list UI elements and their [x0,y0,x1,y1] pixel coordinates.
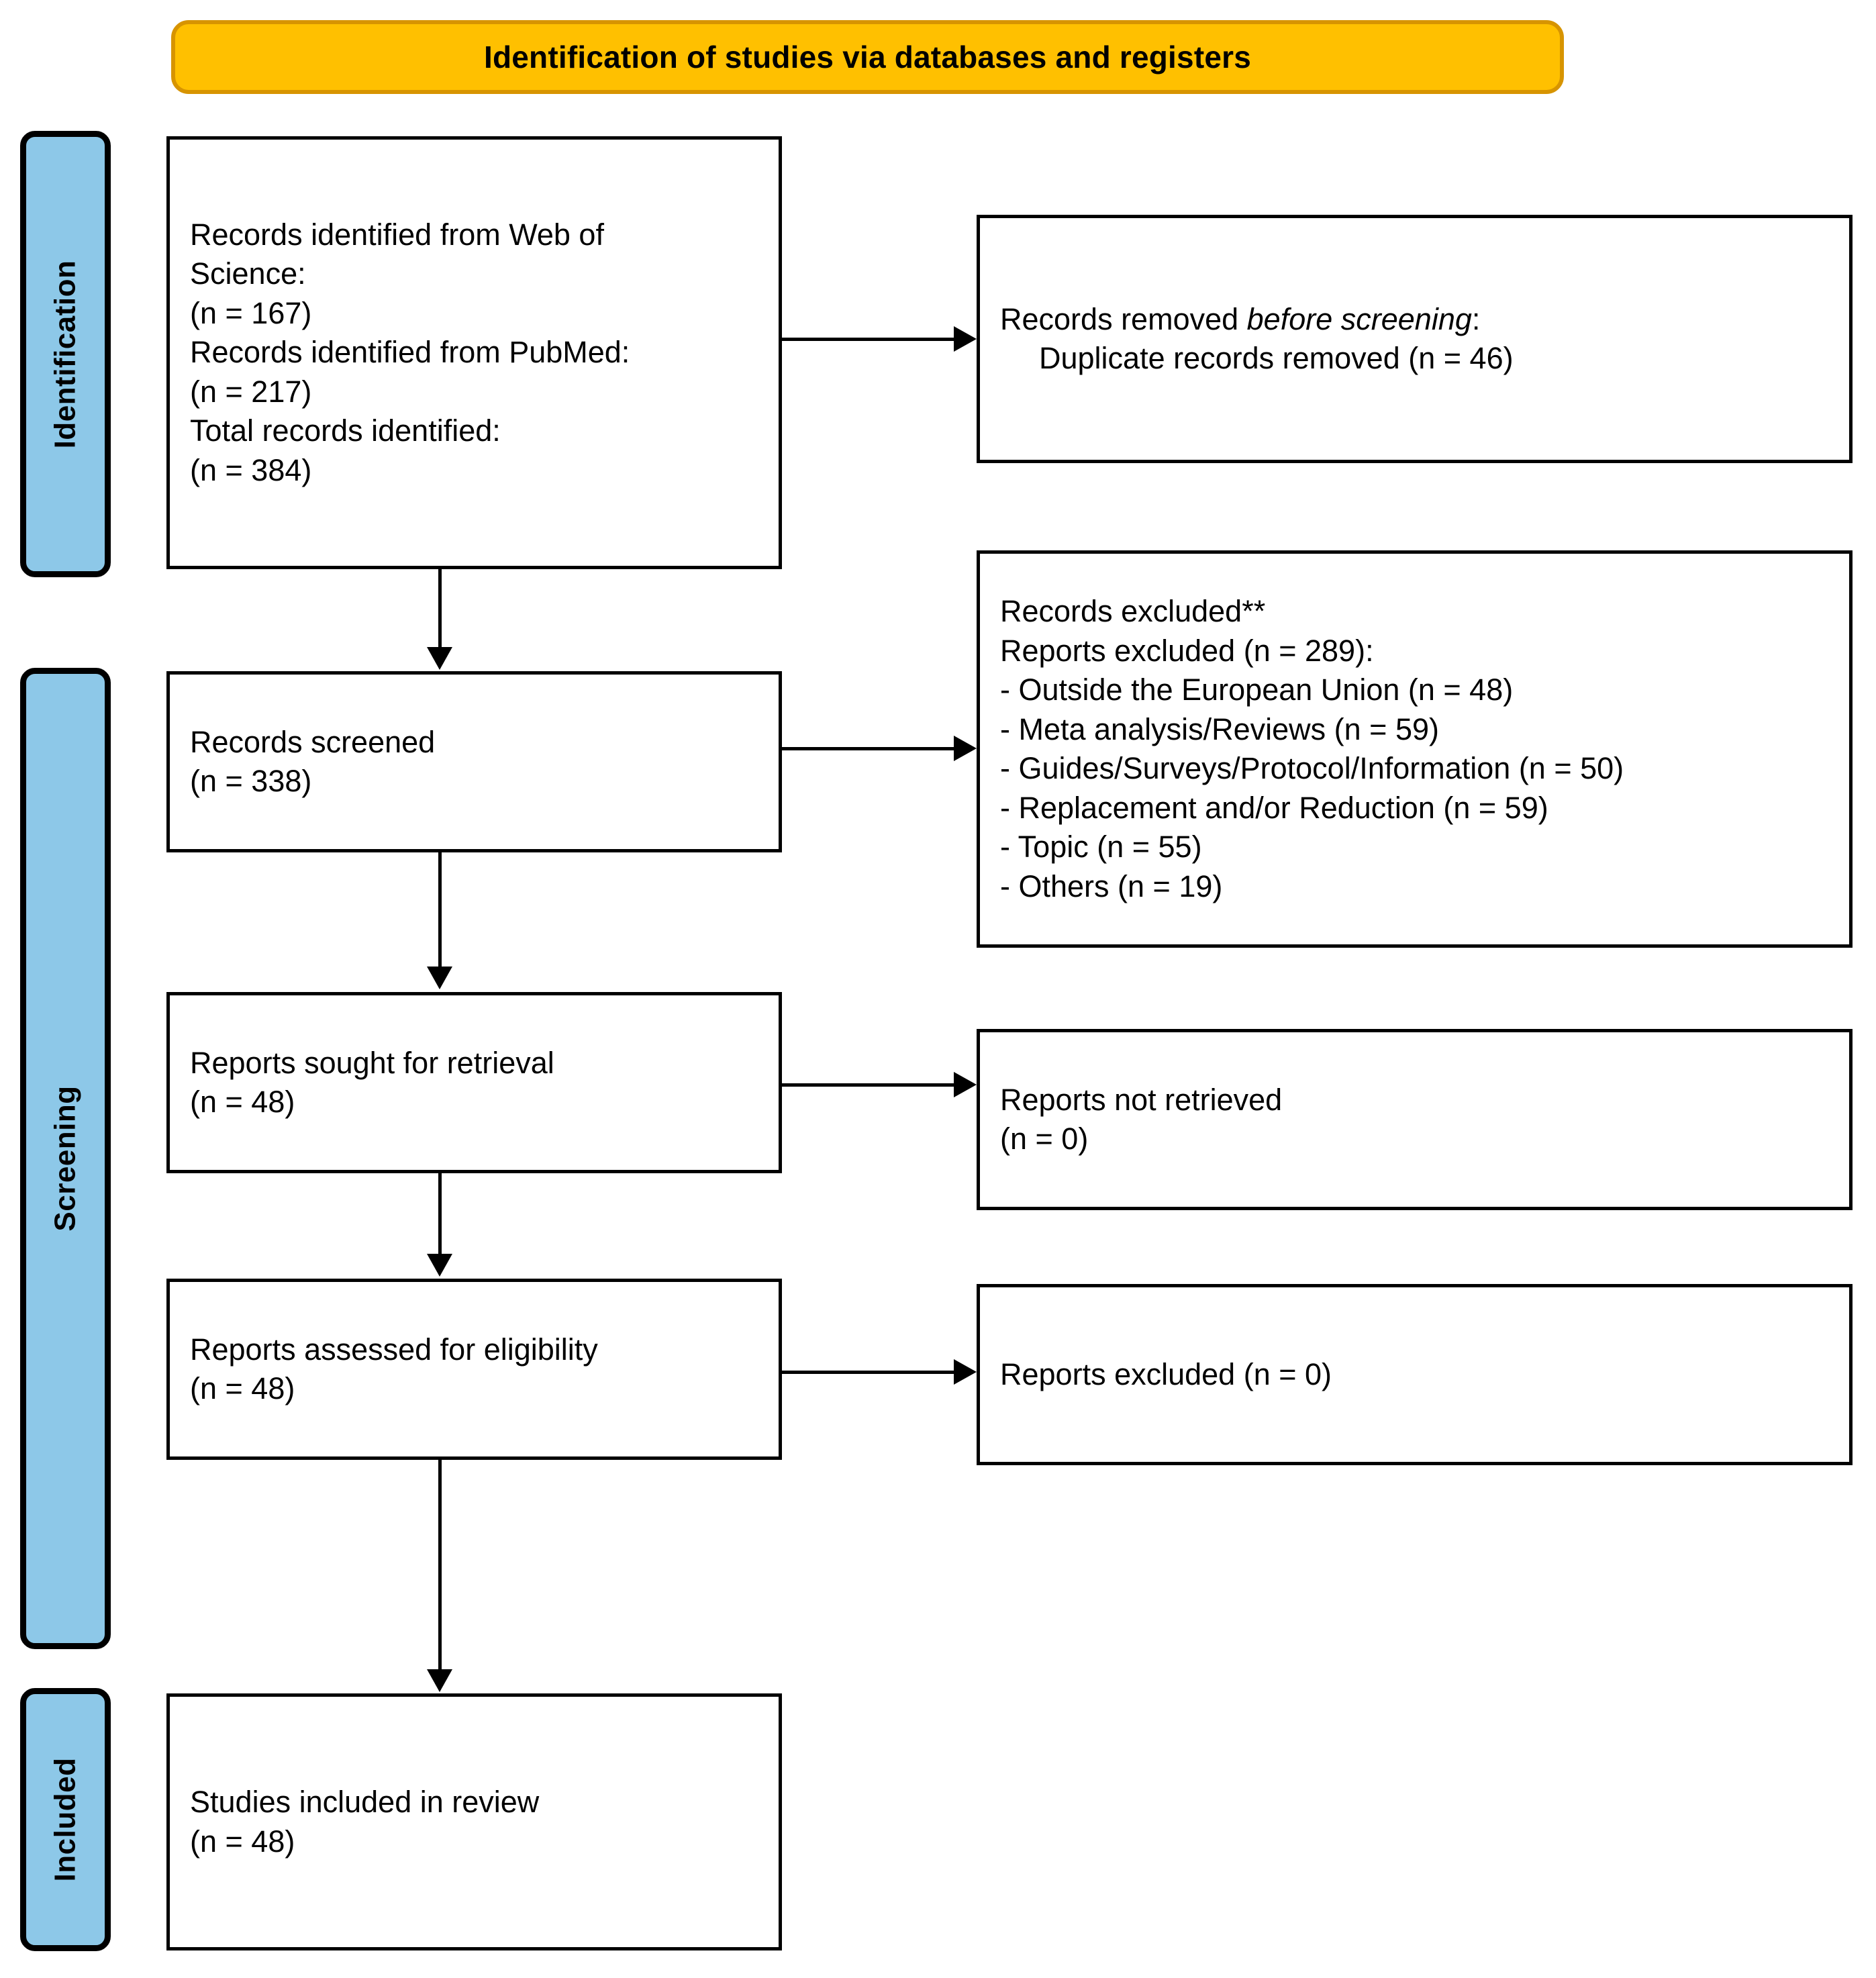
reports-not-retrieved-count: (n = 0) [1000,1122,1089,1156]
arrowhead-assessed-to-reports-excluded [954,1359,977,1385]
studies-included-count: (n = 48) [190,1824,295,1859]
exclusion-reason-3: - Guides/Surveys/Protocol/Information (n… [1000,751,1624,785]
box-records-excluded-content: Records excluded** Reports excluded (n =… [980,592,1849,906]
records-identified-line-7: (n = 384) [190,452,312,487]
arrowhead-identified-to-screened [427,647,452,670]
box-reports-assessed: Reports assessed for eligibility (n = 48… [166,1279,782,1460]
records-identified-line-2: Science: [190,256,306,291]
box-records-removed-content: Records removed before screening: Duplic… [980,300,1849,379]
records-screened-count: (n = 338) [190,764,312,798]
records-identified-line-3: (n = 167) [190,295,312,330]
connector-sought-to-not-retrieved [782,1083,954,1087]
exclusion-reason-4: - Replacement and/or Reduction (n = 59) [1000,790,1548,825]
exclusion-reason-2: - Meta analysis/Reviews (n = 59) [1000,711,1439,746]
connector-identified-to-screened [438,569,442,648]
arrowhead-sought-to-not-retrieved [954,1072,977,1097]
records-identified-line-4: Records identified from PubMed: [190,335,630,370]
connector-assessed-to-reports-excluded [782,1371,954,1374]
records-removed-heading: Records removed before screening: [1000,300,1829,340]
box-studies-included: Studies included in review (n = 48) [166,1693,782,1950]
reports-assessed-label: Reports assessed for eligibility [190,1332,598,1367]
arrowhead-identified-to-removed [954,326,977,352]
records-screened-label: Records screened [190,724,436,759]
records-removed-suffix: : [1471,301,1481,336]
records-removed-prefix: Records removed [1000,301,1247,336]
stage-tab-identification: Identification [20,131,111,577]
reports-assessed-count: (n = 48) [190,1371,295,1405]
stage-tab-screening-label: Screening [48,1085,82,1232]
records-identified-line-6: Total records identified: [190,413,501,448]
reports-sought-label: Reports sought for retrieval [190,1045,554,1080]
stage-tab-included: Included [20,1688,111,1951]
stage-tab-identification-label: Identification [48,260,82,448]
records-excluded-subheading: Reports excluded (n = 289): [1000,633,1374,668]
records-identified-line-1: Records identified from Web of [190,217,604,252]
records-identified-line-5: (n = 217) [190,374,312,409]
box-records-screened: Records screened (n = 338) [166,671,782,852]
box-records-identified-content: Records identified from Web of Science: … [170,215,779,491]
connector-screened-to-excluded [782,747,954,750]
records-removed-italic: before screening [1246,301,1472,336]
records-excluded-heading: Records excluded** [1000,594,1266,628]
box-reports-not-retrieved: Reports not retrieved (n = 0) [977,1029,1853,1210]
studies-included-label: Studies included in review [190,1785,540,1819]
stage-tab-screening: Screening [20,668,111,1649]
box-records-identified: Records identified from Web of Science: … [166,136,782,569]
reports-not-retrieved-label: Reports not retrieved [1000,1082,1283,1117]
duplicate-records-removed: Duplicate records removed (n = 46) [1039,341,1514,375]
exclusion-reason-5: - Topic (n = 55) [1000,830,1202,864]
reports-excluded-label: Reports excluded (n = 0) [1000,1356,1332,1391]
connector-screened-to-sought [438,852,442,968]
box-reports-not-retrieved-content: Reports not retrieved (n = 0) [980,1081,1849,1159]
connector-assessed-to-included [438,1460,442,1671]
arrowhead-screened-to-sought [427,967,452,989]
box-reports-excluded-content: Reports excluded (n = 0) [980,1355,1849,1395]
box-reports-assessed-content: Reports assessed for eligibility (n = 48… [170,1330,779,1409]
box-reports-sought-content: Reports sought for retrieval (n = 48) [170,1044,779,1122]
box-records-removed-before-screening: Records removed before screening: Duplic… [977,215,1853,463]
exclusion-reason-1: - Outside the European Union (n = 48) [1000,673,1514,707]
box-reports-excluded: Reports excluded (n = 0) [977,1284,1853,1465]
box-records-excluded: Records excluded** Reports excluded (n =… [977,550,1853,948]
exclusion-reason-6: - Others (n = 19) [1000,869,1223,903]
arrowhead-sought-to-assessed [427,1254,452,1277]
box-records-screened-content: Records screened (n = 338) [170,723,779,801]
box-reports-sought: Reports sought for retrieval (n = 48) [166,992,782,1173]
diagram-title: Identification of studies via databases … [483,39,1252,75]
connector-identified-to-removed [782,338,954,341]
connector-sought-to-assessed [438,1173,442,1255]
stage-tab-included-label: Included [48,1757,82,1882]
arrowhead-screened-to-excluded [954,736,977,761]
reports-sought-count: (n = 48) [190,1085,295,1119]
arrowhead-assessed-to-included [427,1669,452,1692]
diagram-header-banner: Identification of studies via databases … [171,20,1564,94]
box-studies-included-content: Studies included in review (n = 48) [170,1783,779,1861]
